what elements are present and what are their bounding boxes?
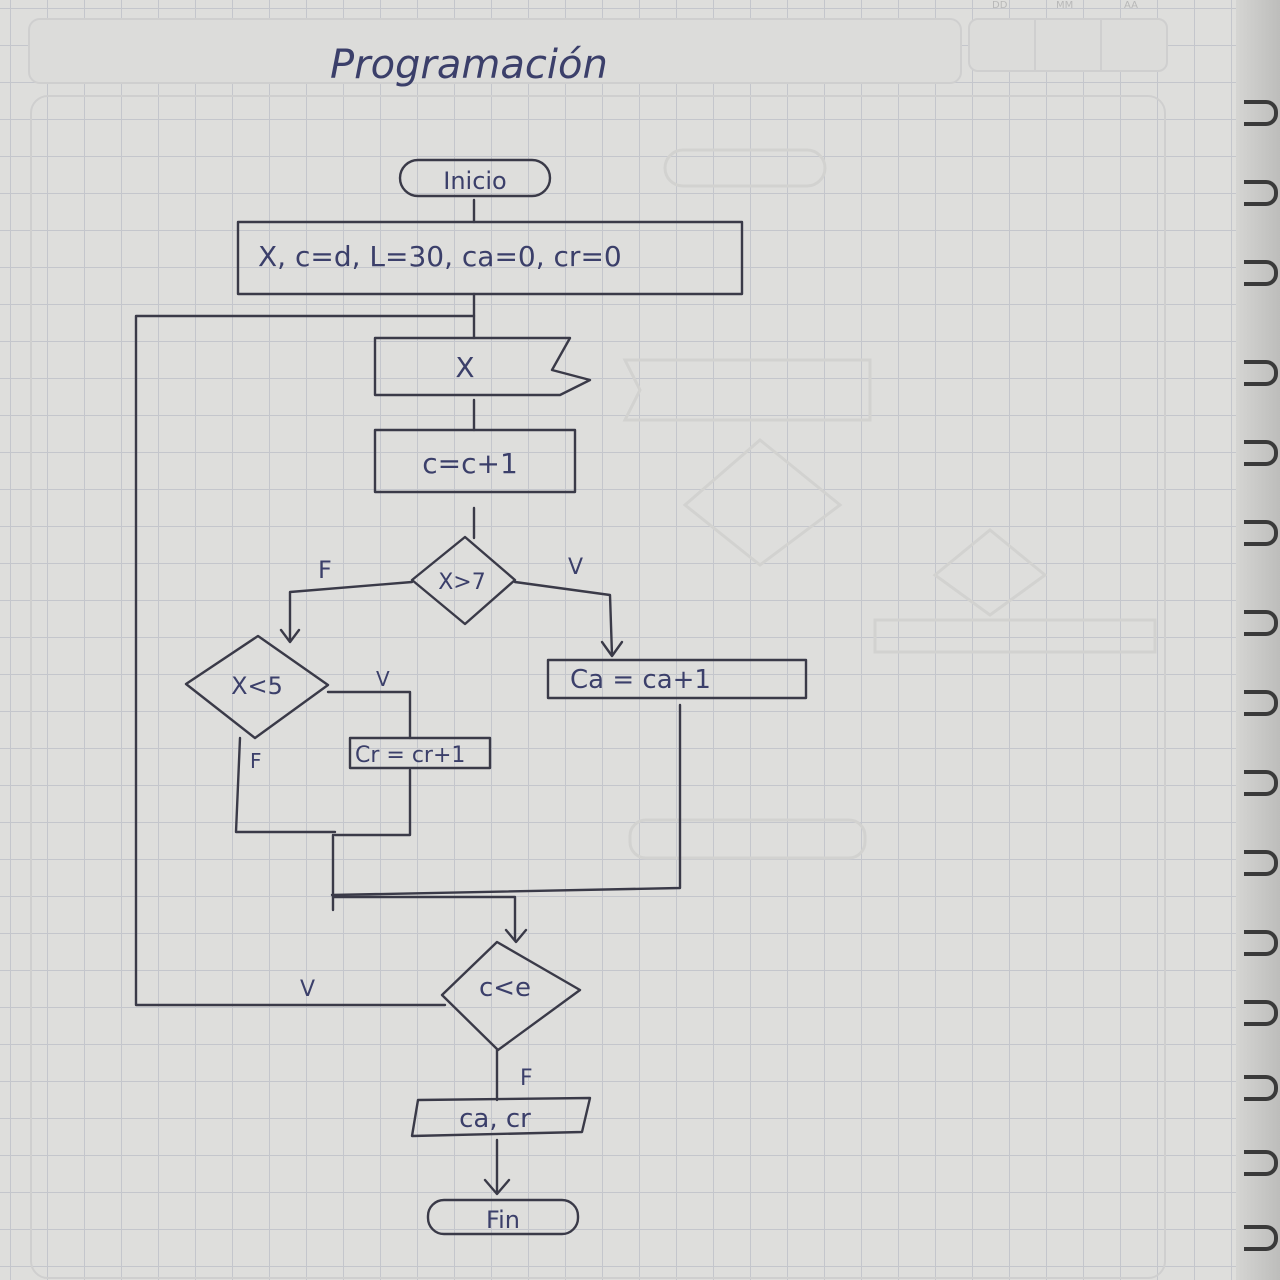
date-label-day: DD (992, 0, 1008, 11)
spiral-ring (1244, 1225, 1278, 1251)
output-end-arrowhead (483, 1178, 511, 1196)
gt-true-arrowhead (600, 640, 624, 658)
cr-assign-label: Cr = cr+1 (355, 743, 465, 768)
date-label-year: AA (1124, 0, 1138, 11)
spiral-ring (1244, 610, 1278, 636)
date-box (968, 18, 1168, 72)
gt-true-line (513, 580, 614, 657)
spiral-ring (1244, 1150, 1278, 1176)
spiral-ring (1244, 100, 1278, 126)
gt-true-label: V (568, 555, 583, 580)
end-terminal (426, 1198, 580, 1236)
spiral-ring (1244, 770, 1278, 796)
init-label: X, c=d, L=30, ca=0, cr=0 (258, 240, 622, 273)
ca-assign-label: Ca = ca+1 (570, 665, 711, 695)
increment-box (373, 428, 577, 494)
grid-frame (30, 95, 1166, 1279)
spiral-ring (1244, 1075, 1278, 1101)
spiral-ring (1244, 520, 1278, 546)
date-cell-day (970, 20, 1036, 70)
gt-false-label: F (318, 556, 332, 584)
cond-gt-label: X>7 (438, 570, 486, 595)
start-label: Inicio (443, 167, 507, 195)
start-terminal (398, 158, 552, 198)
lt-arrowhead (279, 628, 301, 644)
cond-lt-label: X<5 (231, 672, 283, 700)
spiral-ring (1244, 930, 1278, 956)
lt-true-line (326, 690, 412, 740)
page-title: Programación (330, 42, 608, 88)
loop-false-label: F (520, 1066, 533, 1091)
spiral-ring (1244, 690, 1278, 716)
date-label-month: MM (1056, 0, 1074, 11)
increment-label: c=c+1 (422, 447, 518, 480)
lt-false-line (234, 736, 337, 834)
output-box (410, 1096, 592, 1138)
merge-arrowhead (504, 928, 528, 944)
end-label: Fin (486, 1206, 520, 1234)
loop-true-label: V (300, 977, 315, 1002)
cr-merge-line (333, 768, 412, 837)
input-label: X (455, 351, 474, 384)
date-cell-month (1036, 20, 1102, 70)
notebook-header-bar (28, 18, 962, 84)
ca-merge-line (330, 703, 682, 897)
spiral-ring (1244, 850, 1278, 876)
lt-true-label: V (376, 667, 390, 691)
cond-loop-label: c<e (479, 973, 531, 1003)
lt-false-label: F (250, 749, 262, 773)
cond-gt-diamond (410, 535, 517, 626)
spiral-ring (1244, 1000, 1278, 1026)
gt-false-line (288, 580, 414, 642)
spiral-ring (1244, 260, 1278, 286)
flowchart: Programación Inicio X, c=d, L=30, ca=0, … (134, 42, 1157, 1236)
cond-lt-diamond (184, 634, 330, 740)
input-box (373, 336, 592, 397)
spiral-ring (1244, 180, 1278, 206)
spiral-ring (1244, 440, 1278, 466)
output-label: ca, cr (459, 1104, 531, 1134)
merge-to-loop (331, 895, 517, 942)
init-box (236, 220, 744, 296)
spiral-binding (1236, 0, 1280, 1280)
spiral-ring (1244, 360, 1278, 386)
cr-assign-box (348, 736, 492, 770)
loop-back-line (134, 314, 476, 1007)
date-labels: DD MM AA (990, 0, 1160, 14)
ghost-impressions (622, 148, 1157, 860)
ca-assign-box (546, 658, 808, 700)
